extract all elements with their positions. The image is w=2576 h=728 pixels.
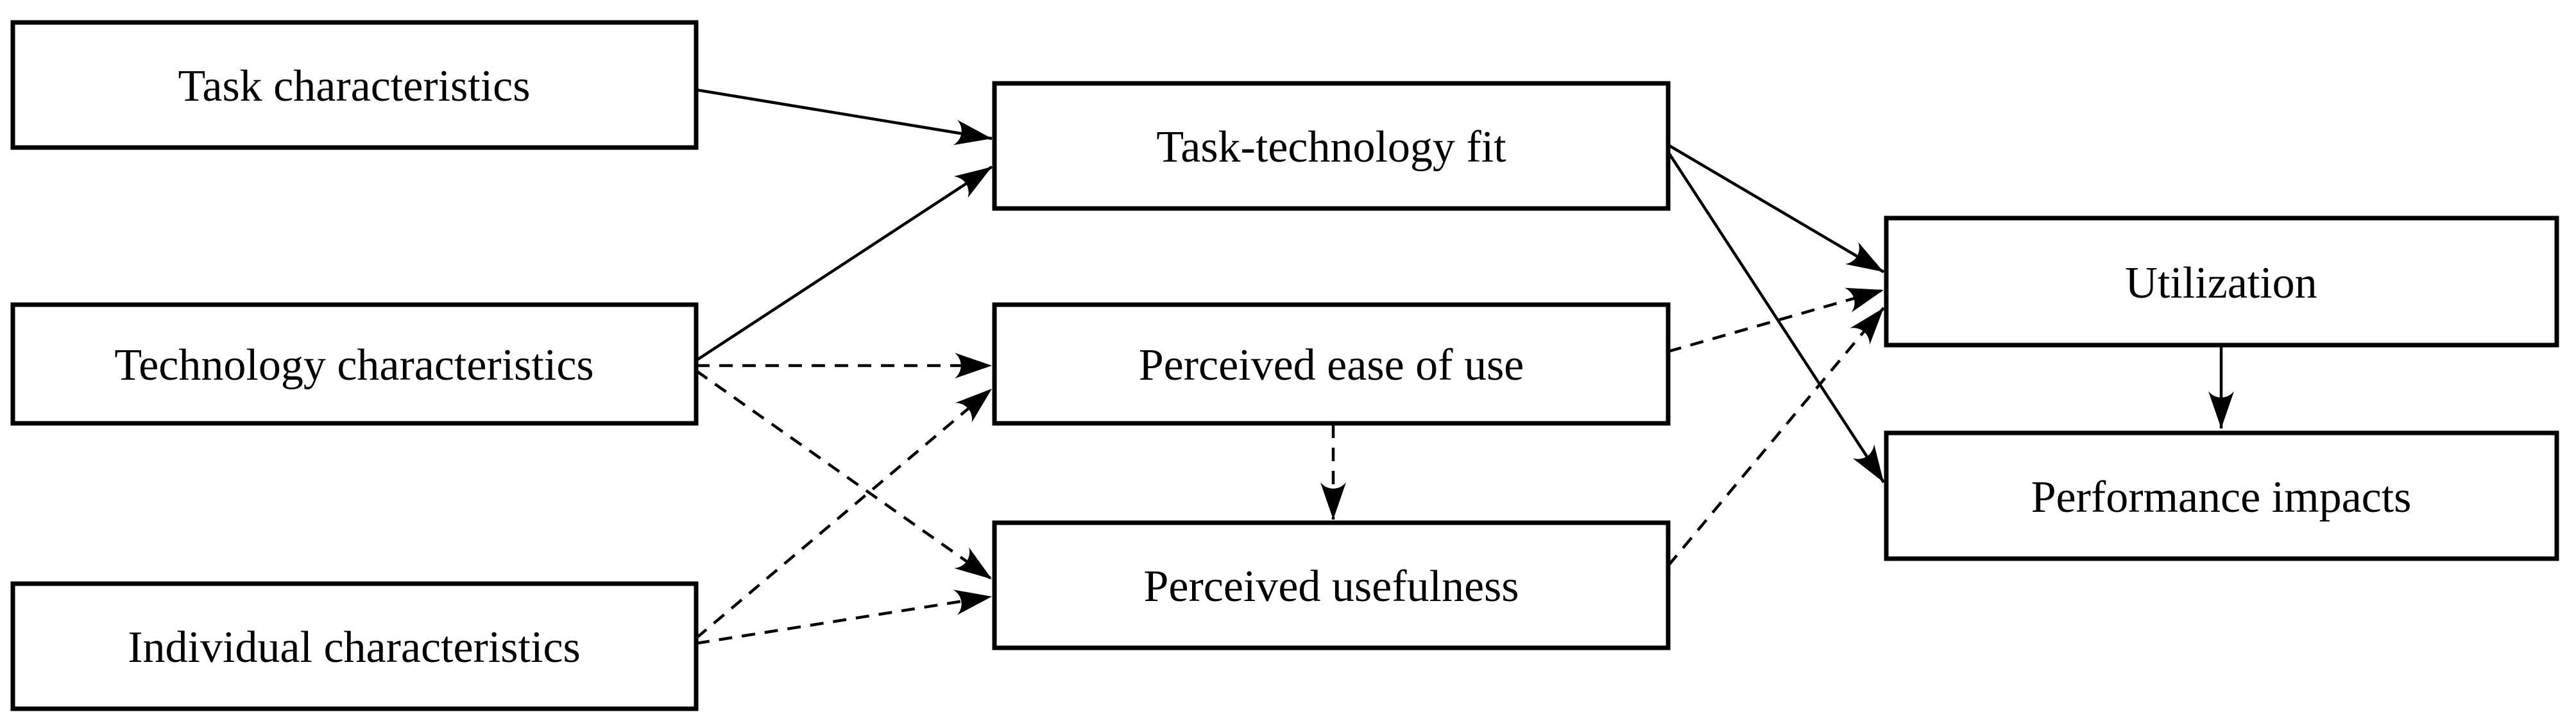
node-perceived-ease-of-use: Perceived ease of use bbox=[992, 302, 1671, 426]
performance-impacts-box bbox=[1884, 430, 2559, 561]
perceived-usefulness-label: Perceived usefulness bbox=[1143, 562, 1519, 611]
edge-task-technology-fit-to-utilization bbox=[1667, 144, 1885, 273]
edge-technology-characteristics-to-task-technology-fit bbox=[695, 165, 993, 362]
individual-characteristics-box bbox=[10, 581, 699, 711]
node-perceived-usefulness: Perceived usefulness bbox=[992, 520, 1671, 650]
edge-technology-characteristics-to-perceived-usefulness bbox=[695, 369, 993, 580]
perceived-usefulness-box bbox=[992, 520, 1671, 650]
node-utilization: Utilization bbox=[1884, 216, 2559, 348]
edge-individual-characteristics-to-perceived-usefulness bbox=[695, 589, 993, 645]
performance-impacts-label: Performance impacts bbox=[2031, 473, 2412, 522]
perceived-ease-of-use-box bbox=[992, 302, 1671, 426]
technology-characteristics-box bbox=[10, 302, 699, 426]
edge-perceived-ease-of-use-to-utilization bbox=[1668, 287, 1884, 353]
node-individual-characteristics: Individual characteristics bbox=[10, 581, 699, 711]
utilization-box bbox=[1884, 216, 2559, 348]
edge-task-characteristics-to-task-technology-fit bbox=[695, 88, 993, 146]
node-performance-impacts: Performance impacts bbox=[1884, 430, 2559, 561]
edge-task-technology-fit-to-performance-impacts bbox=[1668, 153, 1885, 484]
task-characteristics-label: Task characteristics bbox=[178, 62, 531, 111]
utilization-label: Utilization bbox=[2125, 258, 2317, 308]
perceived-ease-of-use-label: Perceived ease of use bbox=[1139, 341, 1524, 390]
task-technology-fit-box bbox=[992, 81, 1671, 211]
technology-characteristics-label: Technology characteristics bbox=[114, 341, 593, 390]
node-technology-characteristics: Technology characteristics bbox=[10, 302, 699, 426]
node-task-characteristics: Task characteristics bbox=[10, 20, 699, 150]
individual-characteristics-label: Individual characteristics bbox=[128, 623, 581, 672]
edge-perceived-usefulness-to-utilization bbox=[1667, 307, 1885, 567]
node-task-technology-fit: Task-technology fit bbox=[992, 81, 1671, 211]
task-technology-fit-label: Task-technology fit bbox=[1156, 123, 1506, 172]
task-characteristics-box bbox=[10, 20, 699, 150]
edge-individual-characteristics-to-perceived-ease-of-use bbox=[695, 387, 993, 639]
